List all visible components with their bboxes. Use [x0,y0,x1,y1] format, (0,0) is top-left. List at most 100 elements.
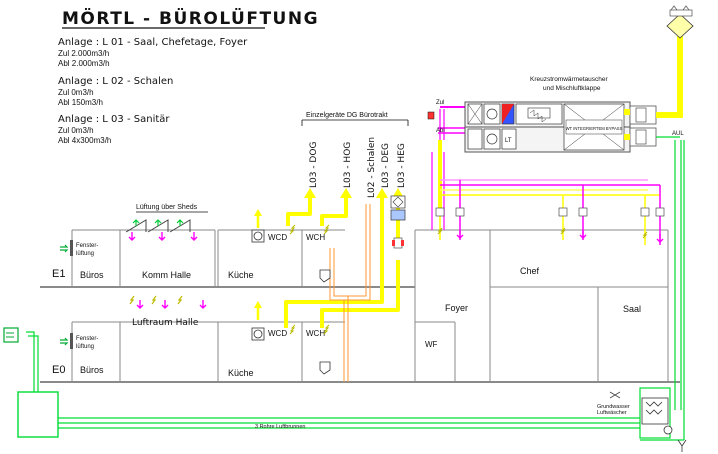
ahu-title-line1: Kreuzstromwärmetauscher [530,76,608,83]
room-e0-wcd: WCD [268,329,287,338]
window-vent-e1-line2: lüftung [76,251,94,257]
window-vent-e1: Fenster- lüftung [60,240,98,257]
exhaust-arrow-icon [199,300,207,309]
riser-l02-schalen: L02 - Schalen [367,137,377,198]
room-e0-kueche: Küche [228,368,254,378]
groundwater-label-2: Luftwäscher [597,410,627,416]
floor-label-e0: E0 [52,364,65,376]
window-vent-e0-line2: lüftung [76,344,94,350]
exhaust-arrow-icon [456,230,464,239]
damper-icon [655,207,665,217]
damper-icon [609,391,621,399]
window-vent-e1-line1: Fenster- [76,243,98,249]
damper-icon [640,207,650,217]
window-air-arrow-icon [60,244,69,253]
riser-arrowheads [254,188,404,308]
room-e0-luftraum: Luftraum Halle [132,318,199,328]
outdoor-intake-hood-icon [3,327,19,343]
plant-l02-label: Anlage : L 02 - Schalen [58,76,173,87]
riser-l03-dog: L03 - DOG [309,142,319,188]
sheds-label: Lüftung über Sheds [136,204,198,211]
exhaust-arrow-icon [190,232,198,241]
ahu-outlets: AUL [624,35,684,147]
riser-l03-deg: L03 - DEG [381,143,391,188]
damper-icon [578,207,588,217]
supply-ducts-l01 [431,140,661,245]
fan-icon [483,103,501,125]
room-wf: WF [425,340,438,349]
window-vent-e0: Fenster- lüftung [60,333,98,350]
exhaust-arrow-icon [158,232,166,241]
plant-l01-label: Anlage : L 01 - Saal, Chefetage, Foyer [58,37,248,48]
plant-l02-abl: Abl 150m3/h [58,98,103,107]
plant-l01-abl: Abl 2.000m3/h [58,59,110,68]
window-air-arrow-icon [60,337,69,346]
riser-labels: L03 - DOG L03 - HOG L02 - Schalen L03 - … [309,137,407,198]
room-saal: Saal [623,304,641,314]
plant-l03-label: Anlage : L 03 - Sanitär [58,114,170,125]
pump-icon [663,425,673,435]
room-e1-wcd: WCD [268,233,287,242]
damper-icon [455,207,465,217]
damper-icon [435,207,445,217]
exhaust-arrow-icon [176,219,184,226]
outdoor-air-ducts [17,140,685,441]
page-title: MÖRTL - BÜROLÜFTUNG [62,7,319,29]
ahu-aul-label: AUL [672,131,684,137]
riser-fans [390,195,406,249]
riser-l03-hog: L03 - HOG [343,142,353,188]
plant-list: Anlage : L 01 - Saal, Chefetage, Foyer Z… [58,37,248,145]
riser-ducts [256,196,400,328]
floor-label-e1: E1 [52,268,65,280]
ahu-exchanger-label: WT INTEGRIERTEM BYPASS [566,126,623,131]
plant-l03-zul: Zul 0m3/h [58,126,94,135]
exhaust-arrow-icon [579,230,587,239]
room-e1-komm-halle: Komm Halle [142,270,191,280]
toilet-icon [319,269,331,375]
room-chef: Chef [520,266,540,276]
roof-sheds: Lüftung über Sheds [125,204,208,241]
zone-outlets [437,227,664,243]
schalen-duct [329,204,371,382]
plant-l02-zul: Zul 0m3/h [58,88,94,97]
room-foyer: Foyer [445,303,468,313]
room-e1-bueros: Büros [80,270,104,280]
window-vent-e0-line1: Fenster- [76,336,98,342]
room-e1-wch: WCH [306,233,325,242]
ahu-zul-label: Zul [436,100,444,106]
ahu-lt-label: LT [505,138,512,144]
plant-l03-abl: Abl 4x300m3/h [58,136,111,145]
ahu-abl-label: Abl [436,128,445,134]
room-e1-kueche: Küche [228,270,254,280]
roof-hood-icon [666,5,694,39]
exhaust-arrow-icon [132,219,140,226]
groundwater-washer: Grundwasser Luftwäscher [597,391,687,452]
ahu-title-line2: und Mischluftklappe [543,85,601,92]
exhaust-arrow-icon [656,234,664,243]
luftraum-arrows [129,295,207,309]
ahu-ducts [438,106,465,140]
fan-icon [483,128,501,150]
ahu-unit: Zul Abl WT INTEGRIERTEM BYPASS LT [427,100,631,153]
devices-title: Einzelgeräte DG Bürotrakt [306,112,388,119]
riser-l03-heg: L03 - HEG [397,143,407,188]
kitchen-fans [251,229,265,341]
filter-icon [467,128,483,150]
exhaust-arrow-icon [161,300,169,309]
exhaust-arrow-icon [154,219,162,226]
exhaust-arrow-icon [136,300,144,309]
room-e0-bueros: Büros [80,365,104,375]
exhaust-arrow-icon [128,232,136,241]
building-walls [40,229,680,383]
damper-icon [427,111,435,120]
groundwater-label-1: Grundwasser [597,404,630,410]
plant-l01-zul: Zul 2.000m3/h [58,49,109,58]
wc-fans [289,224,330,335]
ahu-title: Kreuzstromwärmetauscher und Mischluftkla… [530,76,608,92]
ground-pipe-label: 3 Rohre Luftbrunnen [255,424,305,430]
damper-icon [558,207,568,217]
room-e0-wch: WCH [306,329,325,338]
zone-dampers [435,207,665,217]
